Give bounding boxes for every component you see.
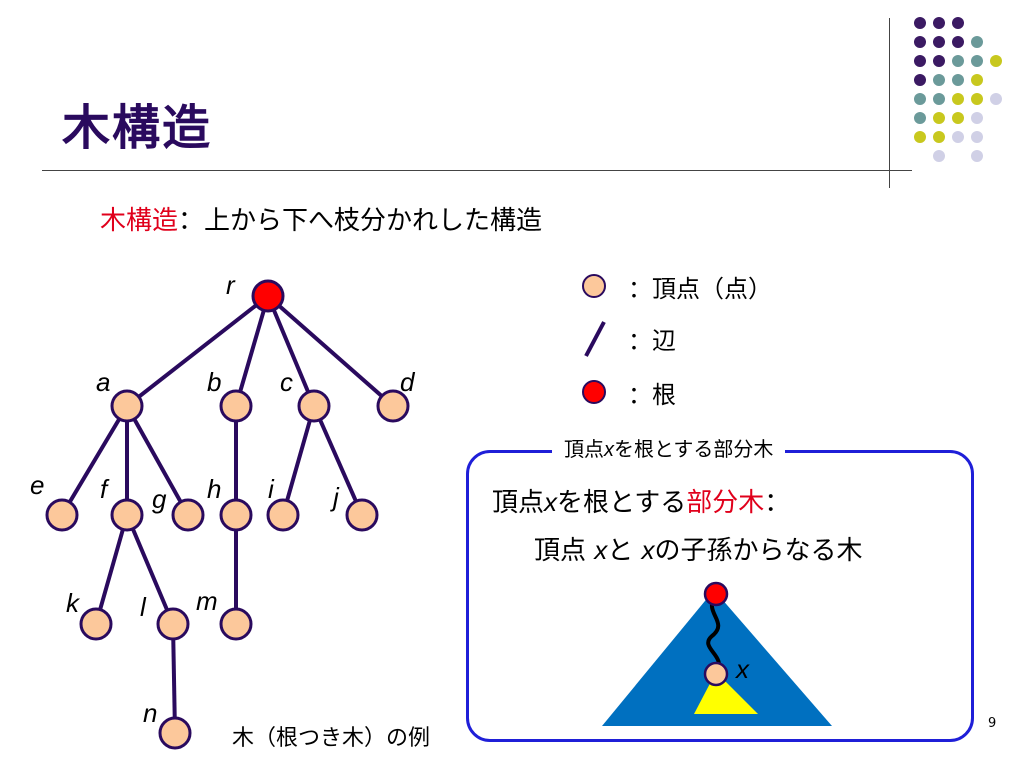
decorative-dot-grid [914,17,1002,162]
node-label: h [207,474,221,504]
vertical-rule [889,18,890,188]
legend-label: ：辺 [628,326,676,355]
tree-node [158,716,192,750]
root-node [703,581,729,607]
node-label: r [226,270,236,300]
tree-node [110,389,144,423]
tree-node [219,389,253,423]
edge-r-b [234,295,270,407]
edge-r-c [266,295,316,407]
subtree-definition-line1: 頂点xを根とする部分木： [492,482,790,519]
node-label: d [400,367,416,397]
legend-label: ：根 [628,380,676,409]
subtree-term: 部分木 [686,488,765,518]
vertex-circle-icon [580,268,608,304]
tree-node [171,498,205,532]
line-text: と [607,536,642,566]
line-text: 頂点 [492,488,545,518]
caption-text: 頂点 [564,437,604,461]
tree-node [110,498,144,532]
edge-c-i [281,405,316,516]
legend-root: ：根 [580,374,676,410]
subtree-root-label: x [734,654,750,684]
line-variable: x [594,535,608,565]
node-label: c [280,367,293,397]
root-circle-icon [580,374,608,410]
path-squiggle [706,594,721,674]
edge-c-j [312,405,364,516]
caption-text: を根とする部分木 [614,437,774,461]
edge-r-d [266,294,395,408]
tree-node [297,389,331,423]
subtree-box-caption: 頂点xを根とする部分木 [552,433,786,462]
node-label: l [140,592,147,622]
tree-node [79,607,113,641]
tree-node [219,607,253,641]
caption-variable: x [604,439,614,461]
edge-a-g [125,405,190,516]
edge-f-l [125,514,175,625]
slide-title: 木構造 [62,100,213,156]
node-label: g [152,484,167,514]
definition-term: 木構造 [100,206,179,236]
node-label: j [330,482,340,512]
title-underline [42,170,912,171]
line-text: を根とする [557,488,687,518]
edge-line-icon [580,320,608,357]
tree-node [376,389,410,423]
node-label: e [30,470,44,500]
subtree-definition-line2: 頂点 xと xの子孫からなる木 [534,530,863,567]
node-label: k [66,588,81,618]
edge-a-e [60,404,129,517]
legend-vertex: ：頂点（点） [580,268,772,304]
node-label: a [96,367,110,397]
tree-example-caption: 木（根つき木）の例 [232,726,431,751]
node-label: f [100,474,110,504]
page-number: 9 [988,716,997,731]
root-node [251,279,285,313]
edge-l-n [171,623,177,734]
node-label: n [143,698,157,728]
node-label: i [268,474,275,504]
tree-diagram: r a b c d e f g h i j k l m n [30,270,416,750]
definition-text: 木構造：上から下へ枝分かれした構造 [100,200,542,237]
line-text: 頂点 [534,536,595,566]
edge-r-a [125,294,270,408]
definition-body: ：上から下へ枝分かれした構造 [178,206,543,236]
line-variable: x [641,535,655,565]
tree-node [45,498,79,532]
line-text: ： [764,488,791,518]
node-label: m [196,586,218,616]
tree-node [345,498,379,532]
tree-node [219,498,253,532]
legend-label: ：頂点（点） [628,274,772,303]
node-label: b [207,367,221,397]
edge-f-k [94,514,129,625]
tree-node [266,498,300,532]
line-text: の子孫からなる木 [654,536,863,566]
line-variable: x [544,487,558,517]
subtree-triangle [694,672,758,714]
legend-edge: ：辺 [580,320,676,357]
tree-node [156,607,190,641]
subtree-root-node [703,661,729,687]
subtree-illustration: x [602,581,832,726]
